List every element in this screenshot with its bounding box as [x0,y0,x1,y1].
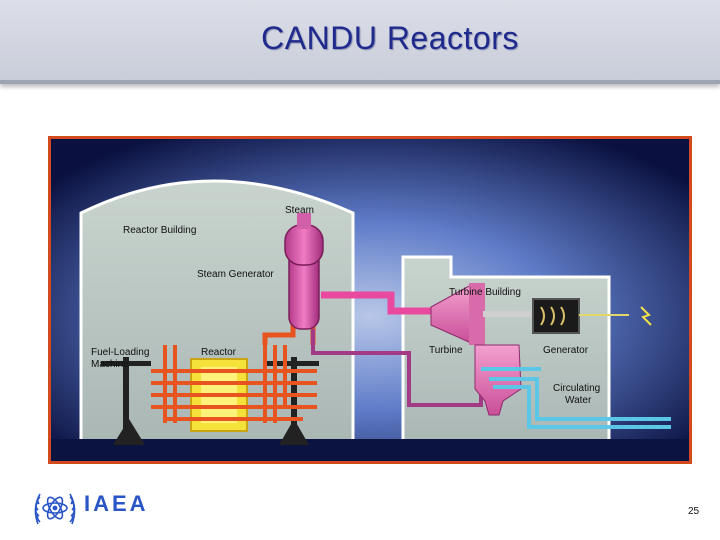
label-reactor: Reactor [201,347,237,358]
candu-diagram-svg: Steam Reactor Building Steam Generator F… [51,139,689,461]
label-turbine: Turbine [429,345,463,356]
page-number: 25 [688,506,700,517]
ground [51,439,689,461]
label-steam: Steam [285,205,314,216]
candu-diagram: Steam Reactor Building Steam Generator F… [48,136,692,464]
label-circulating-water-2: Water [565,395,592,406]
label-generator: Generator [543,345,589,356]
label-steam-generator: Steam Generator [197,269,274,280]
label-fuel-loading-machine-1: Fuel-Loading [91,347,149,358]
label-circulating-water-1: Circulating [553,383,600,394]
generator [532,298,652,334]
steam-generator [284,213,324,330]
turbine [430,283,531,345]
label-fuel-loading-machine-2: Machine [91,359,129,370]
label-turbine-building: Turbine Building [449,287,521,298]
title-band [0,0,720,84]
iaea-logo [28,484,168,532]
iaea-logo-text: IAEA [84,491,149,516]
reactor-coolant-pipes [151,345,317,423]
feedwater-line [311,329,483,407]
circulating-water-pipes [481,367,671,429]
fuel-loading-machine [101,357,319,445]
label-reactor-building: Reactor Building [123,225,196,236]
steam-line [321,291,431,315]
slide-title: CANDU Reactors [261,20,519,56]
primary-loop-pipe [262,319,296,345]
iaea-emblem-icon [34,493,76,525]
